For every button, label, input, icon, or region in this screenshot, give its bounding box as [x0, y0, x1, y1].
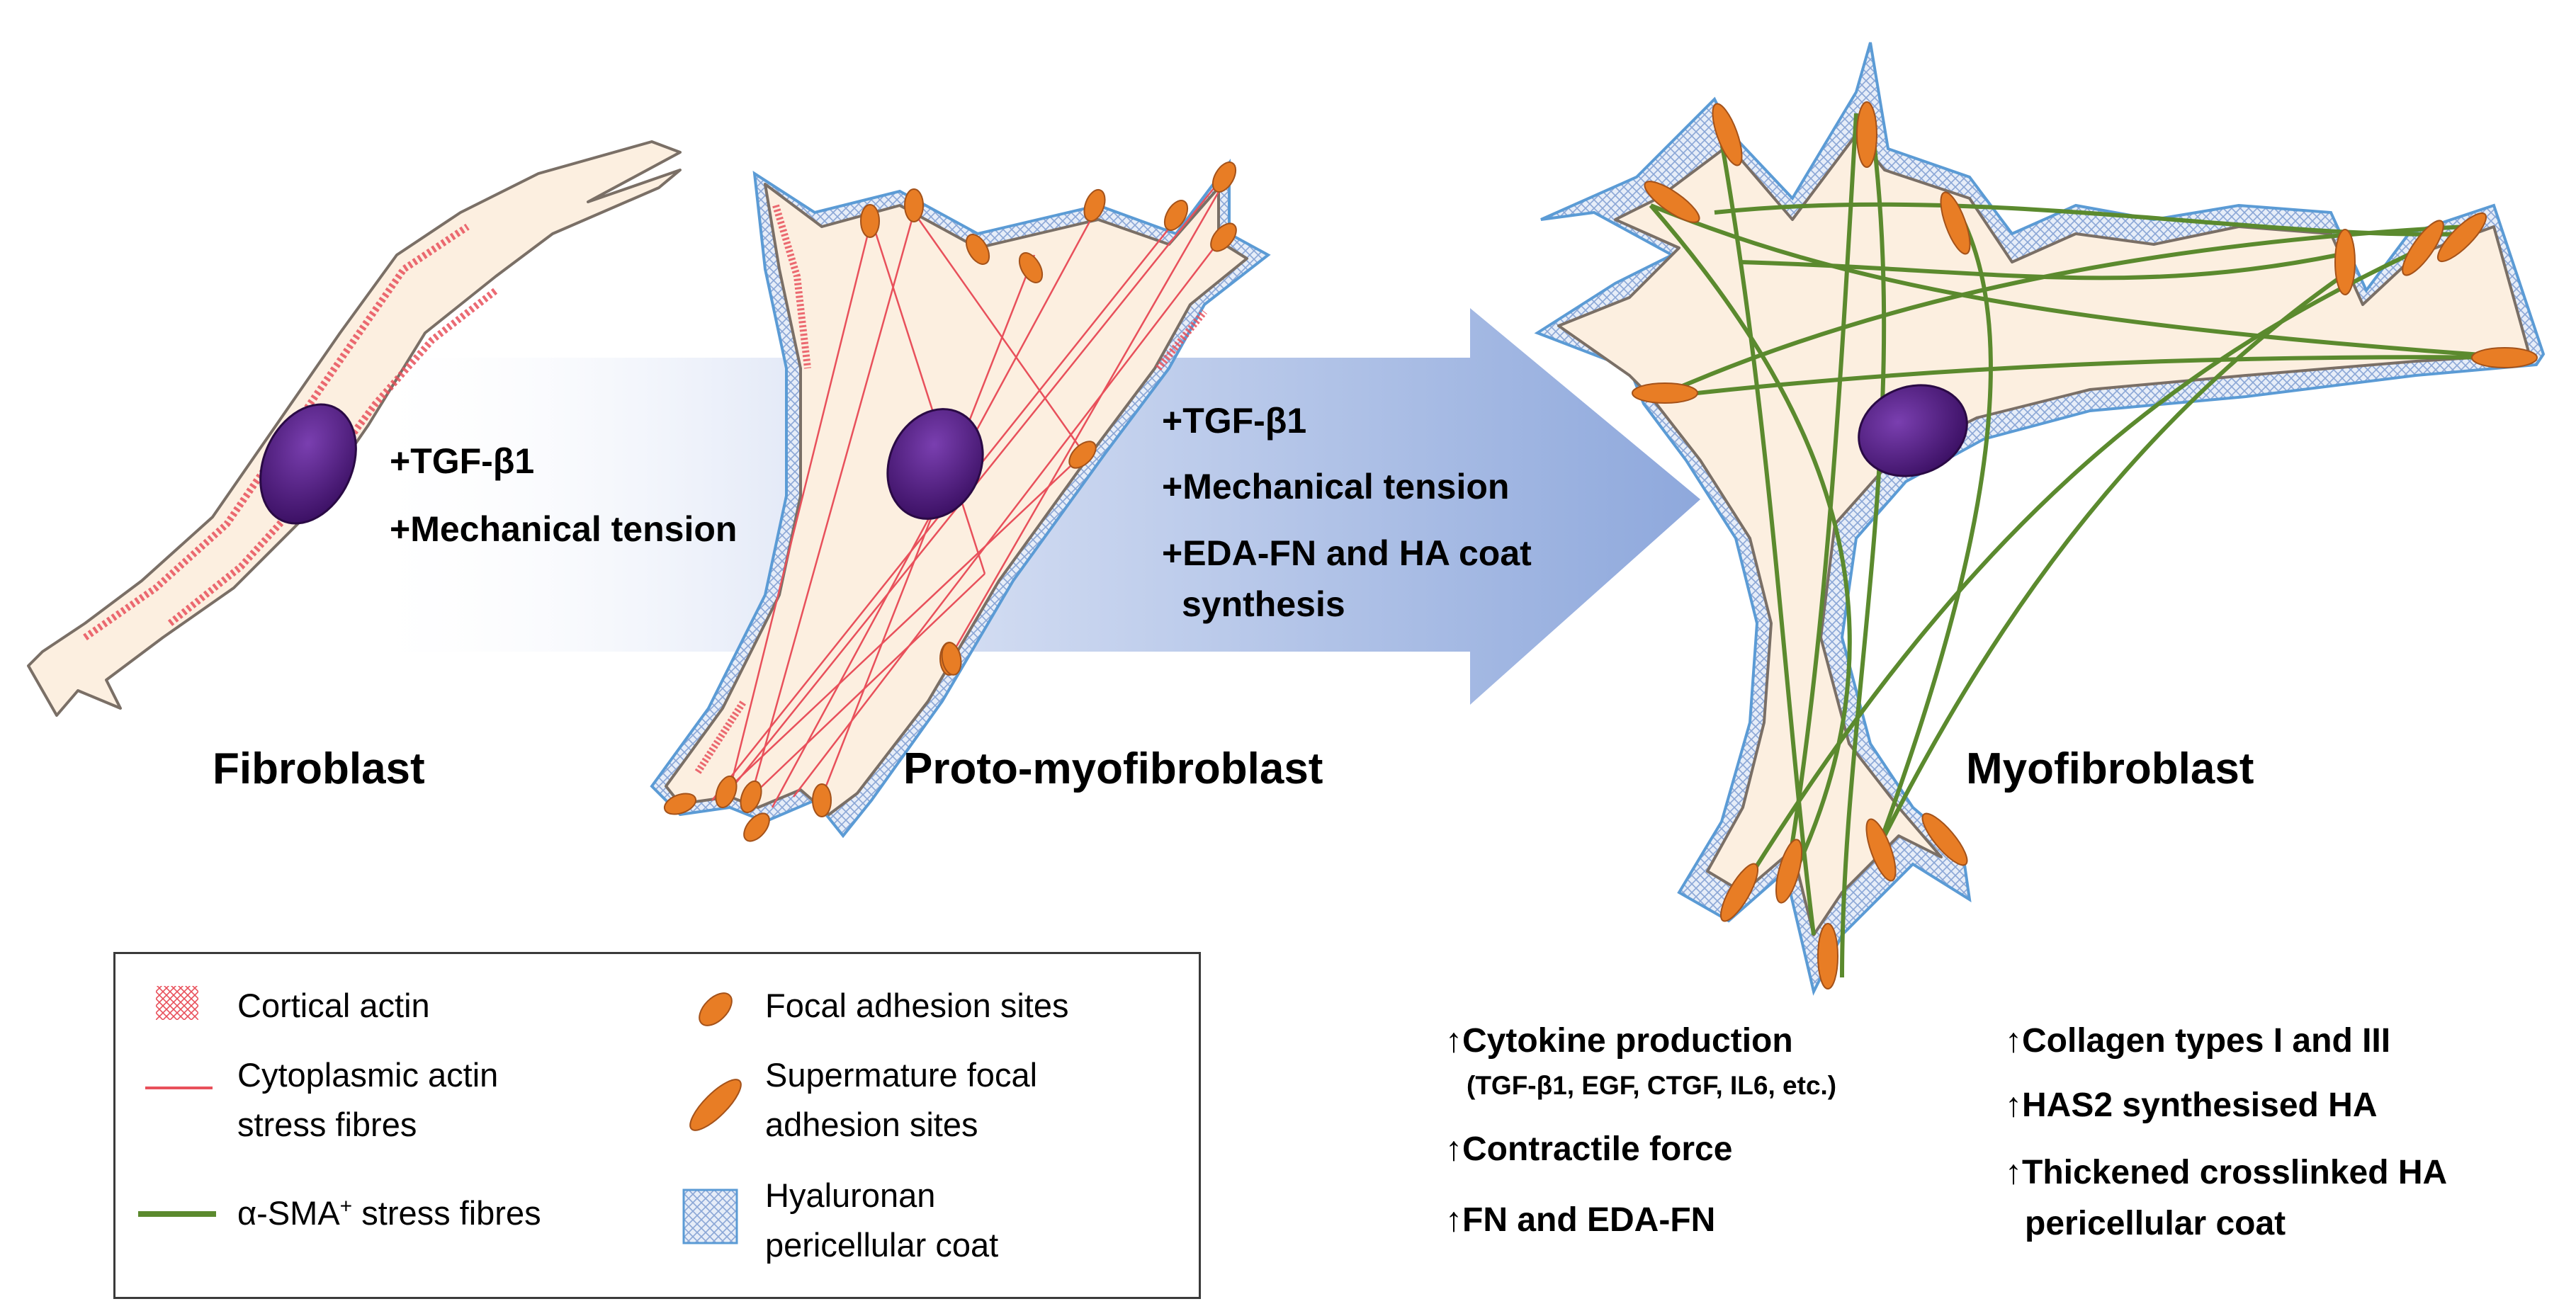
transition2-line2: +Mechanical tension	[1162, 467, 1510, 506]
legend-asma-pre: α-SMA	[237, 1194, 340, 1232]
legend-asma: α-SMA+ stress fibres	[237, 1193, 541, 1232]
myofibroblast-cell	[1534, 42, 2546, 996]
proto-myofibroblast-cell	[650, 159, 1271, 842]
legend-hyaluronan-2: pericellular coat	[765, 1226, 999, 1264]
legend-hyaluronan-1: Hyaluronan	[765, 1176, 936, 1214]
outcome-thickened-2: pericellular coat	[2025, 1205, 2286, 1242]
myo-nucleus	[1858, 384, 1968, 477]
proto-focal-adhesions	[663, 161, 1237, 842]
label-proto-myofibroblast: Proto-myofibroblast	[903, 744, 1323, 793]
legend-focal-adhesion-swatch	[699, 992, 733, 1026]
transition2-line3a: +EDA-FN and HA coat	[1162, 533, 1532, 573]
outcome-has2: ↑HAS2 synthesised HA	[2005, 1087, 2378, 1124]
legend-asma-post: stress fibres	[352, 1194, 541, 1232]
fibroblast-cortical-actin	[83, 223, 499, 641]
legend-asma-sup: +	[339, 1194, 353, 1218]
legend-supermature-2: adhesion sites	[765, 1106, 978, 1143]
fibroblast-cell	[27, 140, 682, 717]
legend-supermature-swatch	[689, 1079, 742, 1131]
transition1-line1: +TGF-β1	[390, 441, 535, 481]
outcome-cytokine-detail: (TGF-β1, EGF, CTGF, IL6, etc.)	[1467, 1071, 1837, 1100]
legend-cortical-actin-swatch	[156, 986, 198, 1020]
legend-supermature-1: Supermature focal	[765, 1056, 1038, 1094]
legend-cortical-actin: Cortical actin	[237, 987, 430, 1024]
legend-icons	[138, 986, 742, 1244]
transition2-line3b: synthesis	[1182, 584, 1345, 624]
label-fibroblast: Fibroblast	[213, 744, 425, 793]
outcome-cytokine: ↑Cytokine production	[1445, 1022, 1793, 1060]
legend-cyto-actin-1: Cytoplasmic actin	[237, 1056, 499, 1094]
legend-focal: Focal adhesion sites	[765, 987, 1069, 1024]
proto-nucleus	[886, 408, 984, 520]
myo-asma-stress-fibres	[1649, 113, 2523, 978]
outcome-collagen: ↑Collagen types I and III	[2005, 1022, 2391, 1060]
proto-cytoplasmic-stress-fibres	[711, 173, 1231, 808]
fibroblast-nucleus	[259, 403, 357, 525]
transition2-line1: +TGF-β1	[1162, 401, 1307, 441]
myo-supermature-focal-adhesions	[1632, 101, 2538, 989]
label-myofibroblast: Myofibroblast	[1966, 744, 2254, 793]
outcome-fn: ↑FN and EDA-FN	[1445, 1201, 1716, 1239]
legend	[113, 952, 1201, 1299]
outcome-thickened: ↑Thickened crosslinked HA	[2005, 1154, 2448, 1191]
transition1-line2: +Mechanical tension	[390, 509, 738, 549]
legend-cyto-actin-2: stress fibres	[237, 1106, 417, 1143]
legend-hyaluronan-swatch	[682, 1189, 738, 1244]
proto-cortical-actin	[694, 204, 1207, 774]
outcome-contractile: ↑Contractile force	[1445, 1130, 1733, 1168]
